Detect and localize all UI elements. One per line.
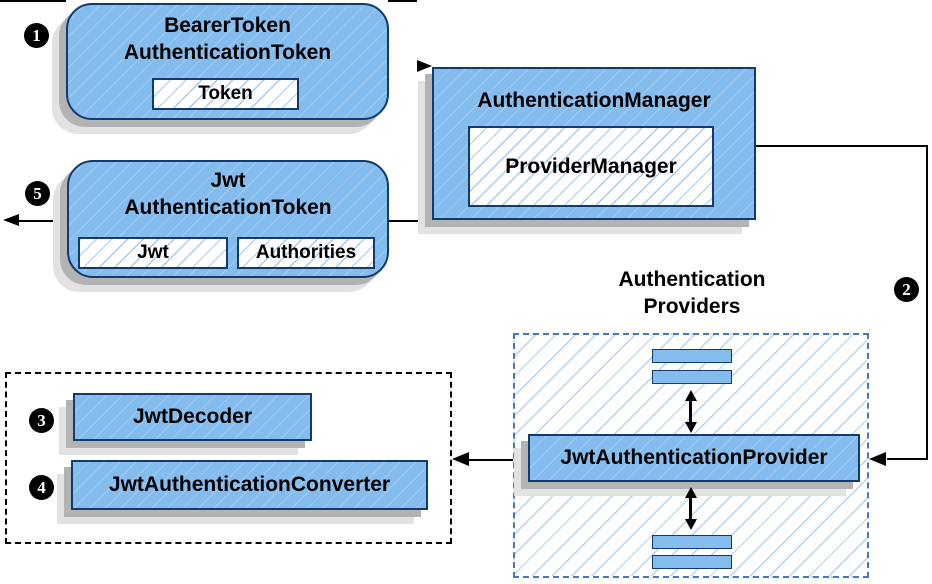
double-arrow-top-down-icon	[685, 422, 697, 433]
authentication-manager-title: AuthenticationManager	[477, 89, 711, 112]
flow5-arrowhead-left-icon	[3, 214, 19, 226]
token-field: Token	[152, 78, 299, 110]
jwt-authentication-provider-node: JwtAuthenticationProvider	[528, 434, 860, 482]
token-field-label: Token	[198, 83, 253, 104]
step-1-badge: 1	[24, 23, 49, 48]
step-5-badge: 5	[25, 181, 50, 206]
provider-manager-field-label: ProviderManager	[505, 154, 677, 178]
step-3-badge: 3	[29, 408, 54, 433]
bearer-token-authentication-token-node: BearerToken AuthenticationToken Token	[66, 3, 389, 120]
authentication-providers-group: JwtAuthenticationProvider	[513, 333, 869, 578]
step-2-badge: 2	[894, 277, 919, 302]
flow3-to-decoder-line	[468, 459, 528, 461]
jwt-token-node-title: Jwt AuthenticationToken	[69, 167, 387, 221]
other-provider-slot-top-1	[652, 349, 732, 363]
flow4-manager-to-token-line	[388, 220, 432, 222]
authorities-field-label: Authorities	[255, 242, 357, 263]
jwt-authentication-token-node: Jwt AuthenticationToken Jwt Authorities	[67, 160, 389, 278]
bearer-token-title-line2: AuthenticationToken	[123, 41, 332, 64]
flow2-arrowhead-left-icon	[869, 452, 886, 466]
authentication-providers-heading-line2: Providers	[643, 295, 741, 318]
jwt-token-title-line2: AuthenticationToken	[124, 196, 332, 219]
double-arrow-top-line	[689, 399, 692, 424]
double-arrow-bottom-down-icon	[685, 519, 697, 530]
flow2-vertical-line	[926, 145, 928, 460]
authorities-field: Authorities	[237, 237, 375, 269]
jwt-token-title-line1: Jwt	[210, 169, 246, 192]
provider-manager-field: ProviderManager	[468, 126, 714, 207]
flow2-return-line	[887, 458, 928, 460]
flow1-to-manager-line	[388, 0, 417, 2]
jwt-authentication-provider-label: JwtAuthenticationProvider	[560, 446, 828, 469]
other-provider-slot-bottom-2	[652, 555, 732, 569]
flow2-horizontal-line	[756, 145, 928, 147]
double-arrow-top-up-icon	[685, 390, 697, 401]
other-provider-slot-bottom-1	[652, 535, 732, 549]
authentication-providers-heading-line1: Authentication	[618, 268, 766, 291]
bearer-token-node-title: BearerToken AuthenticationToken	[68, 12, 387, 66]
step-4-badge: 4	[29, 475, 54, 500]
jwt-authentication-converter-label: JwtAuthenticationConverter	[108, 473, 391, 496]
jwt-field: Jwt	[78, 237, 228, 269]
authentication-manager-node: AuthenticationManager ProviderManager	[432, 67, 756, 220]
jwt-support-group: 3 JwtDecoder 4 JwtAuthenticationConverte…	[5, 372, 452, 544]
double-arrow-bottom-up-icon	[685, 487, 697, 498]
jwt-decoder-node: JwtDecoder	[73, 393, 312, 441]
flow1-incoming-line	[0, 0, 66, 2]
jwt-decoder-label: JwtDecoder	[132, 405, 253, 428]
other-provider-slot-top-2	[652, 370, 732, 384]
bearer-token-title-line1: BearerToken	[164, 14, 291, 37]
double-arrow-bottom-line	[689, 496, 692, 521]
flow5-outgoing-line	[18, 220, 67, 222]
jwt-authentication-converter-node: JwtAuthenticationConverter	[71, 460, 428, 510]
flow1-arrowhead-right-icon	[417, 60, 432, 72]
authentication-providers-heading: Authentication Providers	[560, 266, 824, 320]
jwt-field-label: Jwt	[137, 242, 169, 263]
flow3-arrowhead-left-icon	[452, 452, 469, 466]
